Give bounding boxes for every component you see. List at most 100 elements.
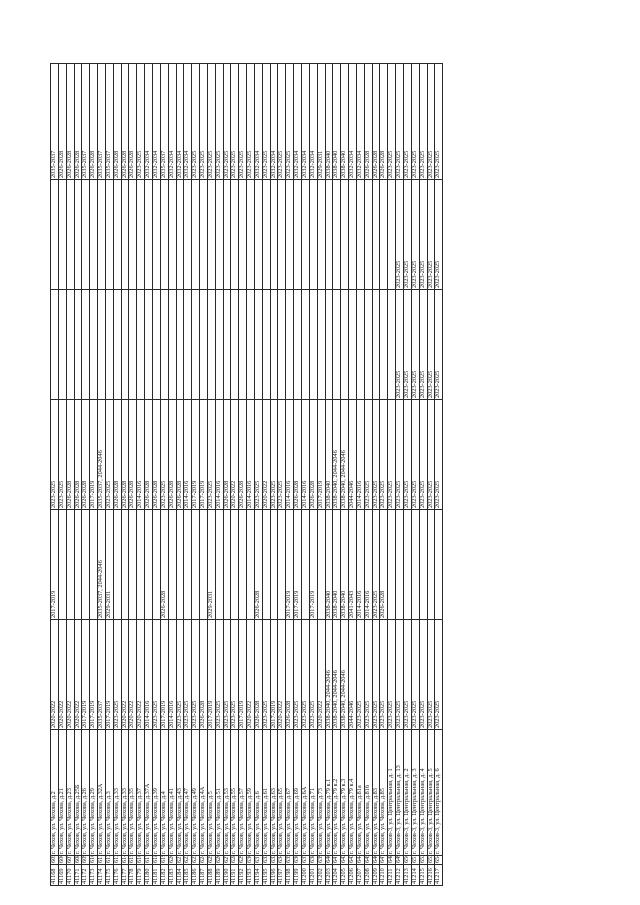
period-col-1-cell: 2023-2025 [419, 619, 427, 730]
period-col-2-cell [277, 509, 286, 620]
row-number-cell: 634 [277, 855, 286, 865]
period-col-6-cell: 2032-2034 [356, 63, 365, 180]
address-cell: г. Чехов, ул. Чехова, д.73 [317, 729, 326, 856]
row-number-cell: 620 [168, 855, 176, 865]
record-id-cell: 41187 [199, 864, 208, 886]
period-col-5-cell [372, 179, 380, 290]
period-col-5-cell [293, 179, 302, 290]
period-col-1-cell: 2020-2022 [277, 619, 286, 730]
period-col-4-cell: 2023-2025 [403, 289, 412, 400]
row-number-cell: 640 [325, 855, 333, 865]
period-col-5-cell [379, 179, 388, 290]
period-col-3-cell: 2014-2016 [356, 399, 365, 510]
address-cell: г. Чехов, ул. Чехова, д.79 к.1 [325, 729, 333, 856]
address-cell: г. Чехов, ул. Чехова, д.4А [199, 729, 208, 856]
period-col-1-cell: 2023-2025 [301, 619, 310, 730]
period-col-5-cell [144, 179, 153, 290]
period-col-6-cell: 2023-2025 [277, 63, 286, 180]
period-col-4-cell [176, 289, 184, 400]
period-col-2-cell [238, 509, 247, 620]
row-number-cell: 614 [121, 855, 129, 865]
row-number-cell: 607 [66, 855, 75, 865]
period-col-1-cell: 2023-2025 [223, 619, 231, 730]
period-col-6-cell: 2032-2034 [348, 63, 357, 180]
period-col-4-cell [356, 289, 365, 400]
period-col-3-cell: 2014-2016 [301, 399, 310, 510]
row-number-cell: 622 [183, 855, 192, 865]
period-col-6-cell: 2026-2028 [364, 63, 373, 180]
period-col-3-cell: 2038-2040 [325, 399, 333, 510]
period-col-5-cell [215, 179, 224, 290]
record-id-cell: 41214 [411, 864, 420, 886]
period-col-5-cell [113, 179, 122, 290]
period-col-4-cell: 2023-2025 [427, 289, 435, 400]
address-cell: г. Чехов, ул. Чехова, д.6 [254, 729, 263, 856]
address-cell: г. Чехов, ул. Чехова, д.59 [246, 729, 255, 856]
period-col-4-cell [128, 289, 137, 400]
period-col-3-cell: 2023-2025 [58, 399, 67, 510]
record-id-cell: 41217 [434, 864, 443, 886]
record-id-cell: 41192 [238, 864, 247, 886]
address-cell: г. Чехов, ул. Чехова, д.3 [105, 729, 114, 856]
period-col-5-cell [199, 179, 208, 290]
period-col-6-cell: 2035-2037 [50, 63, 59, 180]
period-col-4-cell [207, 289, 216, 400]
record-id-cell: 41189 [215, 864, 224, 886]
period-col-5-cell [183, 179, 192, 290]
record-id-cell: 41199 [293, 864, 302, 886]
period-col-1-cell: 2014-2016 [144, 619, 153, 730]
address-cell: г. Чехов, ул. Чехова, д.26 [81, 729, 90, 856]
period-col-4-cell [285, 289, 294, 400]
address-cell: г. Чехов, ул. Чехова, д.61 [262, 729, 271, 856]
period-col-6-cell: 2023-2025 [262, 63, 271, 180]
period-col-4-cell [97, 289, 106, 400]
period-col-1-cell: 2023-2025 [427, 619, 435, 730]
period-col-3-cell: 2023-2025 [207, 399, 216, 510]
period-col-2-cell [176, 509, 184, 620]
period-col-2-cell [223, 509, 231, 620]
period-col-2-cell: 2014-2016 [356, 509, 365, 620]
period-col-6-cell: 2032-2034 [183, 63, 192, 180]
period-col-5-cell [81, 179, 90, 290]
period-col-1-cell: 2020-2022 [317, 619, 326, 730]
period-col-5-cell [325, 179, 333, 290]
row-number-cell: 633 [270, 855, 278, 865]
record-id-cell: 41188 [207, 864, 216, 886]
period-col-4-cell: 2023-2025 [395, 289, 404, 400]
period-col-5-cell [356, 179, 365, 290]
period-col-3-cell: 2026-2028 [293, 399, 302, 510]
row-number-cell: 651 [411, 855, 420, 865]
period-col-1-cell: 2044-2046 [348, 619, 357, 730]
period-col-3-cell: 2023-2025 [403, 399, 412, 510]
period-col-2-cell [89, 509, 98, 620]
period-col-2-cell: 2038-2040 [332, 509, 341, 620]
period-col-4-cell [238, 289, 247, 400]
record-id-cell: 41210 [379, 864, 388, 886]
period-col-6-cell: 2023-2025 [230, 63, 239, 180]
period-col-2-cell: 2029-2031 [105, 509, 114, 620]
period-col-2-cell [144, 509, 153, 620]
period-col-3-cell: 2023-2025 [364, 399, 373, 510]
period-col-4-cell [332, 289, 341, 400]
address-cell: г. Чехов, ул. Чехова, д.57 [238, 729, 247, 856]
record-id-cell: 41186 [191, 864, 200, 886]
row-number-cell: 608 [74, 855, 82, 865]
row-number-cell: 627 [223, 855, 231, 865]
period-col-1-cell: 2017-2019 [105, 619, 114, 730]
period-col-4-cell [317, 289, 326, 400]
address-cell: г. Чехов, ул. Чехова, д.23 [66, 729, 75, 856]
